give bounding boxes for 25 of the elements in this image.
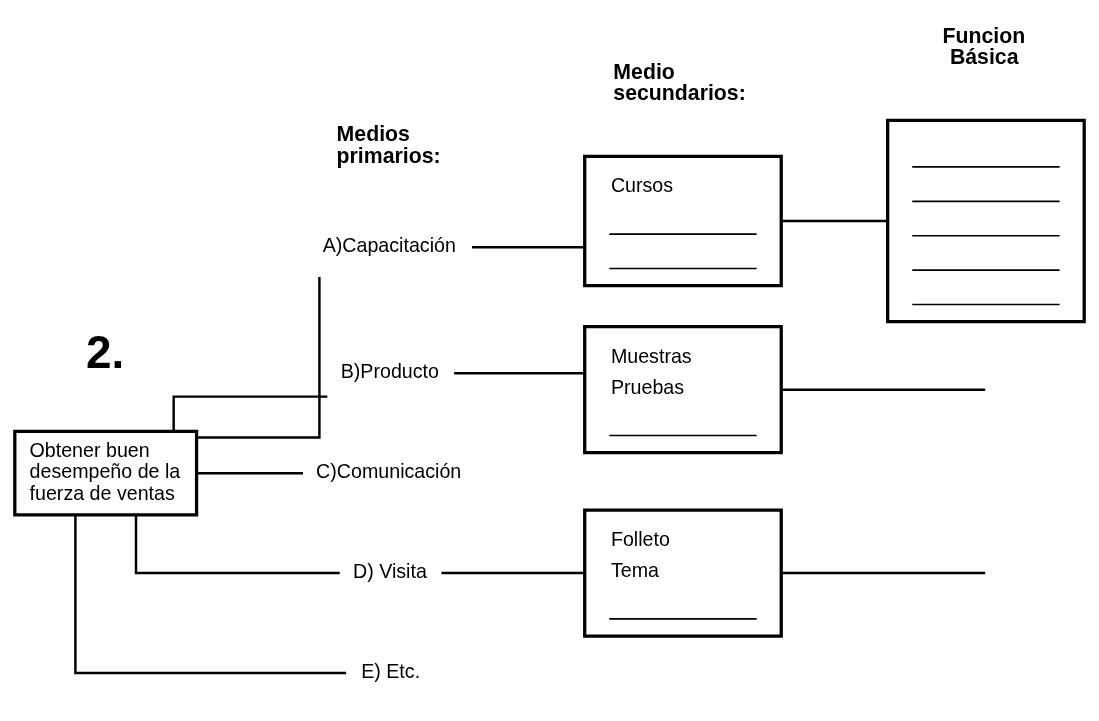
connector (134, 514, 340, 574)
node-box: Folleto Tema (583, 507, 783, 638)
node-box: Cursos (583, 154, 783, 287)
connector (172, 394, 328, 431)
node-text: C)Comunicación (316, 459, 462, 482)
connector (781, 219, 888, 222)
connector (781, 387, 986, 391)
label: Funcion Básica (942, 23, 1026, 69)
connector (454, 371, 585, 374)
node-text: A)Capacitación (322, 233, 456, 256)
connector (781, 571, 986, 574)
node-text: D) Visita (352, 559, 427, 582)
node-box: Obtener buen desempeño de la fuerza de ventas (13, 429, 199, 517)
label: 2. (86, 325, 125, 378)
node-box: Muestras Pruebas (583, 324, 783, 454)
connector (441, 571, 585, 574)
node-text: E) Etc. (361, 659, 421, 682)
label: Medio secundarios: (613, 59, 746, 105)
node-box (886, 118, 1086, 323)
node-text: B)Producto (340, 359, 439, 382)
connector (196, 276, 321, 439)
connector (472, 245, 585, 248)
label: Medios primarios: (336, 121, 441, 168)
connector (74, 514, 347, 674)
connector (196, 471, 303, 474)
